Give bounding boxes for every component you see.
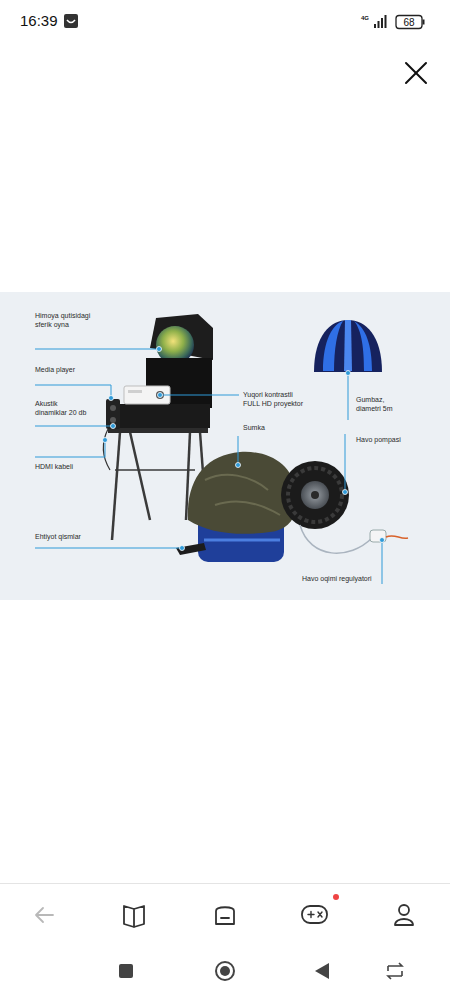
game-buttons [308, 912, 322, 918]
leader-line [382, 543, 383, 584]
pump-cable [300, 525, 372, 553]
leader-dot [236, 463, 241, 468]
speaker-cone [110, 405, 116, 411]
dome-stripe [323, 321, 343, 371]
regulator-wire [386, 536, 408, 539]
profile-body [395, 919, 413, 925]
signal-bar [381, 18, 383, 28]
part-label: HDMI kabeli [35, 463, 73, 472]
table-leg [130, 432, 150, 520]
bag-fold [205, 475, 280, 515]
leader-line [35, 426, 111, 427]
projector-vent [128, 390, 142, 393]
dome-shape [314, 320, 382, 372]
close-stroke [406, 63, 426, 83]
notification-icon [64, 14, 78, 28]
back-button [315, 963, 329, 979]
air-pump [281, 461, 349, 529]
game-icon [302, 906, 327, 923]
speaker-cone [110, 417, 116, 423]
leader-dot [158, 393, 163, 398]
protective-case [118, 314, 213, 428]
signal-bar [378, 21, 380, 28]
leader-line [35, 385, 111, 396]
part-label: Himoya qutisidagi sferik oyna [35, 312, 95, 330]
notification-dot [333, 894, 339, 900]
close-icon [406, 63, 426, 83]
spare-parts [176, 543, 206, 555]
part-label: Yuqori kontrastli FULL HD proyektor [243, 391, 307, 409]
home-button-core [220, 966, 230, 976]
part-label: Havo pompasi [356, 436, 401, 445]
signal-bar [374, 24, 376, 28]
pump-body [281, 461, 349, 529]
back-icon [36, 908, 53, 922]
table-leg [112, 432, 120, 540]
battery-outline [396, 16, 422, 29]
nav-divider [0, 883, 450, 884]
part-label: Media player [35, 366, 75, 375]
book-icon [124, 906, 144, 927]
app-nav [36, 905, 413, 927]
leader-line [35, 349, 157, 350]
hdmi-cable [104, 429, 110, 470]
speaker [106, 399, 120, 429]
image-panel [0, 292, 450, 600]
leader-dot [343, 490, 348, 495]
equipment-base [118, 404, 210, 428]
home-button [216, 962, 234, 980]
leader-line [348, 375, 349, 420]
part-label: Sumka [243, 424, 265, 433]
notification-smile [67, 20, 75, 23]
profile-head [399, 905, 409, 915]
airflow-regulator [300, 525, 408, 553]
dome [314, 320, 382, 372]
table [112, 432, 205, 540]
leader-line [35, 442, 105, 457]
signal-bar [385, 15, 387, 28]
leader-dots [103, 347, 385, 551]
battery-level: 68 [396, 16, 422, 29]
speakers [106, 399, 120, 429]
leader-line [238, 436, 239, 462]
leader-dot [380, 538, 385, 543]
leader-dot [157, 347, 162, 352]
part-label: Akustik dinamiklar 20 db [35, 400, 89, 418]
close-stroke [406, 63, 426, 83]
part-label: Ehtiyot qismlar [35, 533, 81, 542]
pump-hub [301, 481, 329, 509]
leader-lines [35, 349, 382, 584]
recents-button [119, 964, 133, 978]
part-label: Gumbaz, diametri 5m [356, 396, 396, 414]
table-brace [115, 469, 195, 471]
leader-line [345, 434, 346, 489]
projector-lens [156, 391, 164, 399]
leader-line [35, 548, 180, 549]
pump-center [311, 491, 319, 499]
network-type: 4G [361, 15, 369, 23]
system-nav [119, 962, 402, 980]
battery-nub [423, 20, 425, 25]
rotate-button [388, 963, 402, 979]
pump-tread [288, 468, 342, 522]
olive-bag [188, 452, 297, 534]
leader-dot [346, 371, 351, 376]
status-icons [64, 14, 425, 29]
leader-dot [109, 396, 114, 401]
part-label: Havo oqimi regulyatori [302, 575, 372, 584]
dome-stripe [354, 321, 372, 371]
leader-dot [103, 438, 108, 443]
leader-line [162, 395, 239, 396]
status-time: 16:39 [20, 12, 58, 31]
dome-stripe [344, 320, 352, 371]
leader-dot [111, 424, 116, 429]
leader-dot [180, 546, 185, 551]
regulator-body [370, 530, 386, 542]
home-icon [216, 907, 234, 924]
